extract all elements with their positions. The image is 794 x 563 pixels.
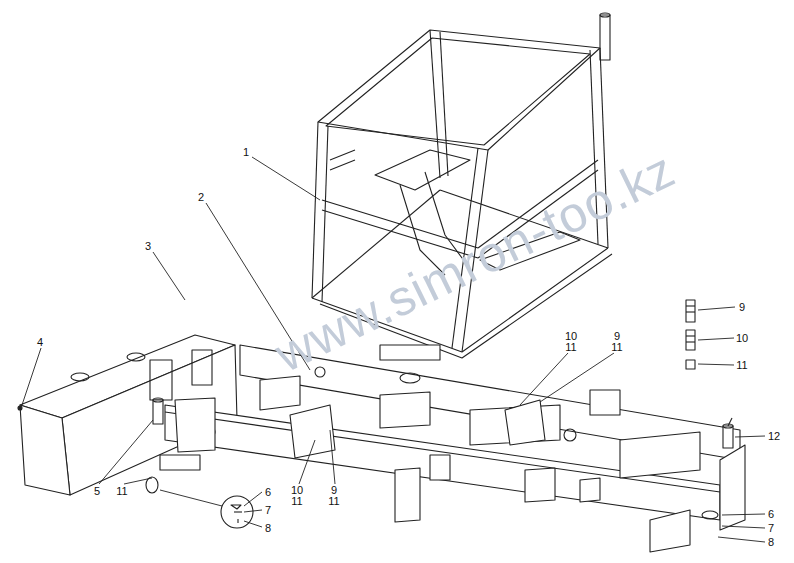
callout-number: 7 — [767, 523, 775, 534]
callout-number: 7 — [264, 505, 272, 516]
callout-number: 9 — [330, 485, 338, 496]
callout-number: 6 — [767, 509, 775, 520]
callout-number: 5 — [93, 486, 101, 497]
callout-number: 3 — [144, 241, 152, 252]
callout-number: 11 — [115, 486, 128, 497]
callout-number: 11 — [327, 496, 340, 507]
callout-number: 10 — [564, 331, 578, 342]
callout-number: 4 — [36, 337, 44, 348]
callout-number: 12 — [767, 431, 781, 442]
callout-number: 1 — [242, 147, 250, 158]
callout-number: 2 — [197, 192, 205, 203]
callout-number: 11 — [610, 342, 623, 353]
small-parts — [146, 300, 733, 528]
callout-number: 11 — [564, 342, 577, 353]
callout-number: 10 — [290, 485, 304, 496]
callout-number: 11 — [735, 360, 748, 371]
leader-lines — [22, 157, 765, 542]
bumper — [18, 335, 237, 495]
main-frame — [160, 345, 745, 552]
callout-number: 8 — [264, 523, 272, 534]
callout-number: 10 — [735, 333, 749, 344]
callout-number: 9 — [613, 331, 621, 342]
callout-number: 11 — [290, 496, 303, 507]
callout-number: 8 — [767, 537, 775, 548]
callout-number: 9 — [738, 302, 746, 313]
callout-number: 6 — [264, 487, 272, 498]
